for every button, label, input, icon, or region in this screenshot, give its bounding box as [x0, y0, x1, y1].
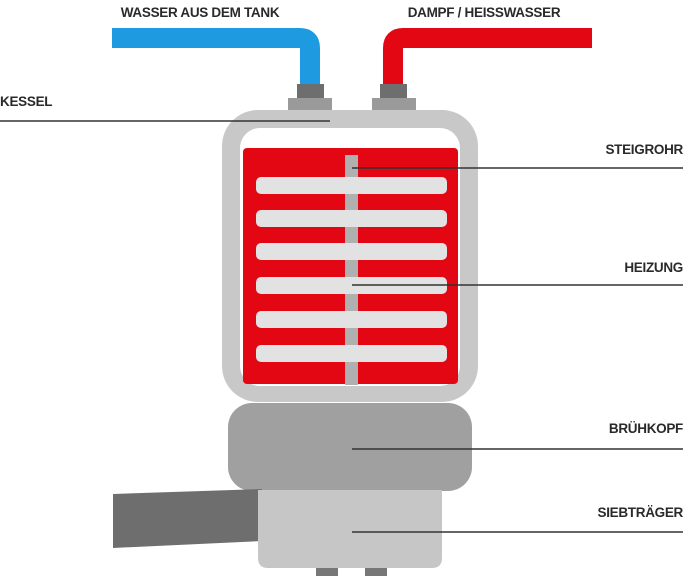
- connector-right-base: [372, 98, 416, 113]
- cold-water-pipe: [112, 28, 320, 88]
- heating-coil: [256, 311, 447, 328]
- hot-water-pipe: [383, 28, 592, 88]
- connector-left-base: [288, 98, 332, 113]
- heating-element: [256, 177, 447, 362]
- label-siebtraeger: SIEBTRÄGER: [597, 505, 683, 520]
- heating-coil: [256, 345, 447, 362]
- label-bruehkopf: BRÜHKOPF: [609, 421, 683, 436]
- label-kessel: KESSEL: [0, 94, 52, 109]
- label-steigrohr: STEIGROHR: [605, 142, 683, 157]
- heating-coil: [256, 177, 447, 194]
- title-cold-water: WASSER AUS DEM TANK: [121, 5, 280, 20]
- heating-coil: [256, 243, 447, 260]
- connector-left-nut: [297, 84, 324, 99]
- portafilter-handle: [113, 489, 262, 548]
- spout-right: [365, 568, 387, 576]
- title-steam-hot-water: DAMPF / HEISSWASSER: [408, 5, 561, 20]
- heating-coil: [256, 277, 447, 294]
- heating-coil: [256, 210, 447, 227]
- label-heizung: HEIZUNG: [624, 260, 683, 275]
- portafilter: [258, 490, 442, 568]
- group-head: [228, 403, 472, 491]
- leader-lines: [0, 120, 683, 533]
- connector-right-nut: [380, 84, 407, 99]
- spout-left: [316, 568, 338, 576]
